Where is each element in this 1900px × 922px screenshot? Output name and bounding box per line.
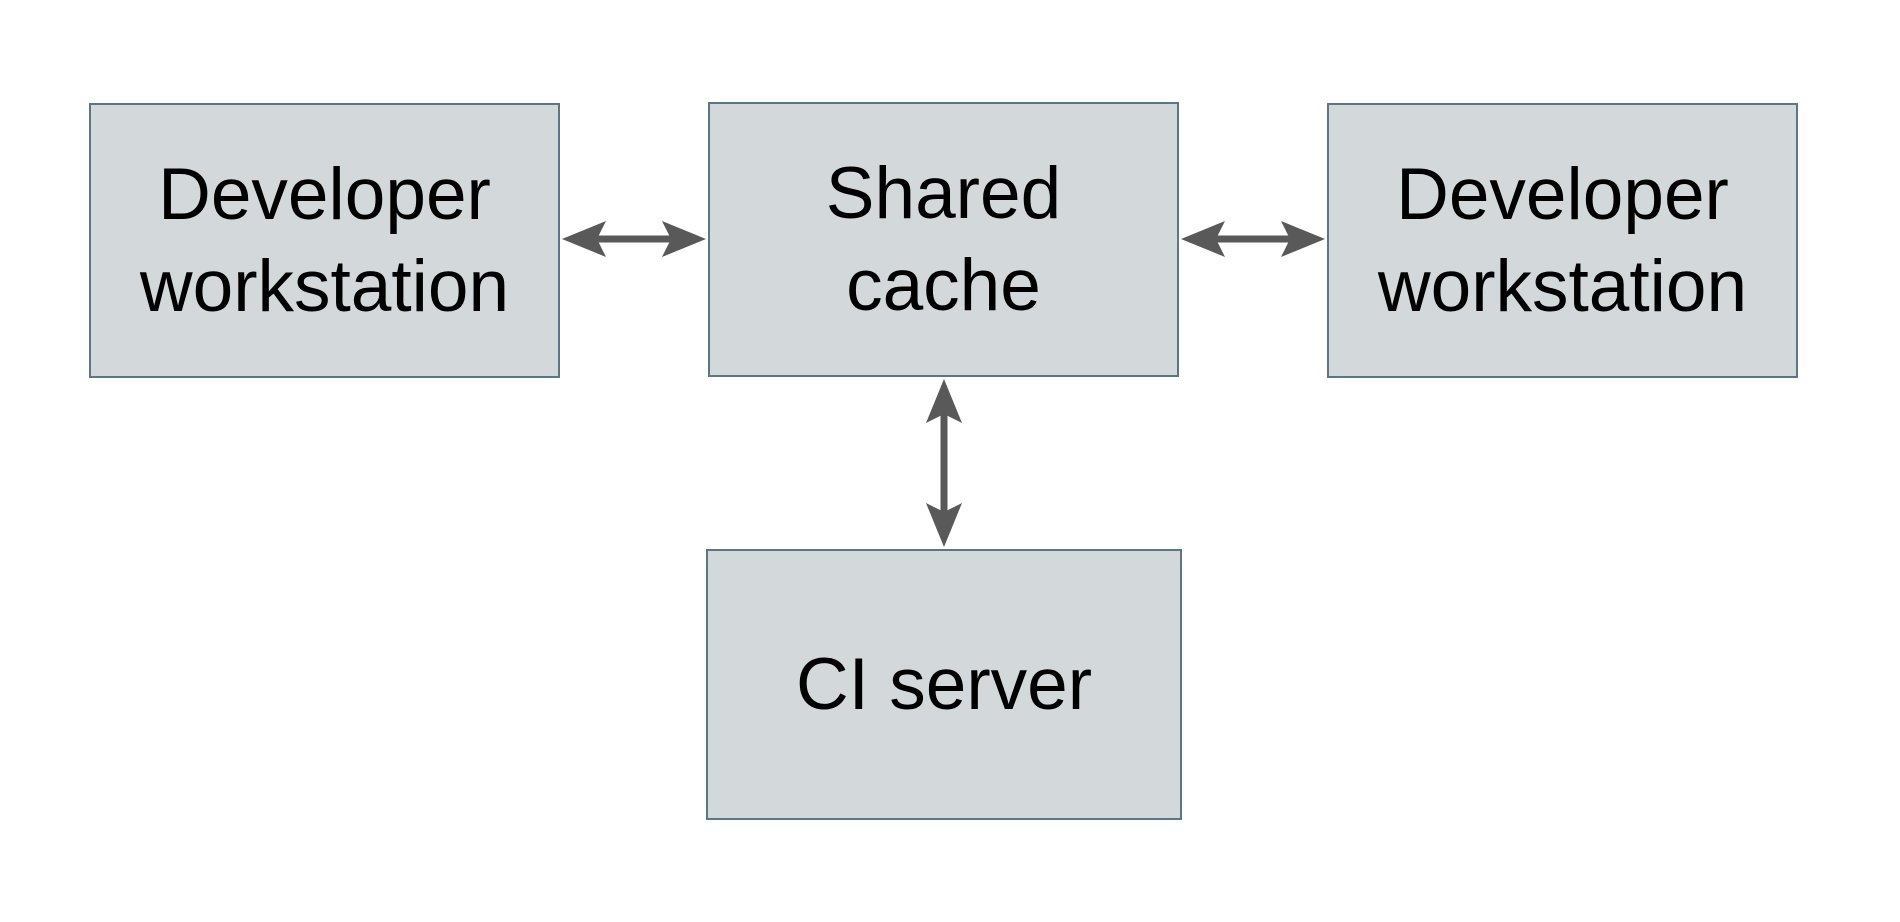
node-developer-workstation-right: Developer workstation [1327, 103, 1798, 378]
bidirectional-arrow-shared-cache-ci-server [926, 379, 962, 547]
node-shared-cache: Shared cache [708, 102, 1179, 377]
bidirectional-arrow-shared-cache-right-workstation [1181, 221, 1325, 257]
bidirectional-arrow-left-workstation-shared-cache [562, 221, 706, 257]
node-label-developer-workstation-left: Developer workstation [139, 154, 510, 327]
node-developer-workstation-left: Developer workstation [89, 103, 560, 378]
node-label-ci-server: CI server [795, 643, 1093, 725]
node-label-shared-cache: Shared cache [825, 153, 1062, 326]
node-ci-server: CI server [706, 549, 1182, 820]
node-label-developer-workstation-right: Developer workstation [1377, 154, 1748, 327]
